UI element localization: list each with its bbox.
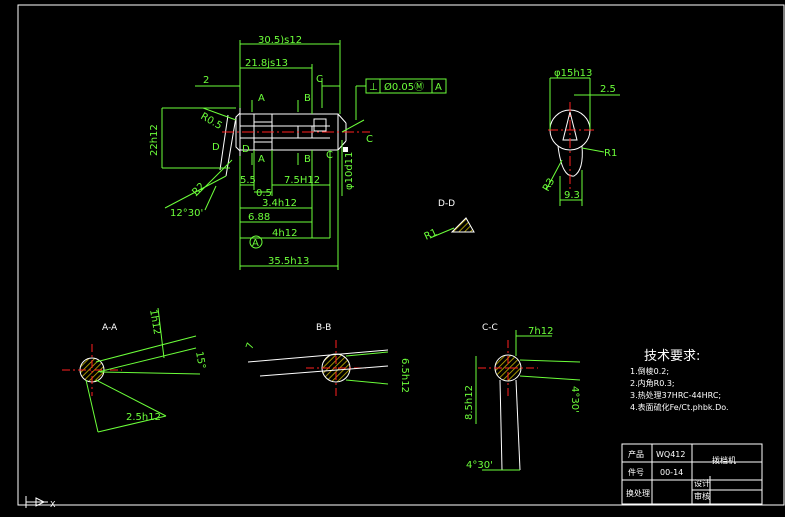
datum-a-circle [249,235,263,249]
tb-part-no: 00-14 [660,468,683,477]
tb-part-name: 拨档机 [712,455,736,465]
title-block: 产品 WQ412 拨档机 件号 00-14 设计 换处理 审核 [621,443,763,505]
dim-355: 35.5h13 [268,256,309,267]
dim-phi15: φ15h13 [554,68,592,79]
dim-22h12: 22h12 [149,124,160,156]
dim-left-2: 2 [203,75,209,86]
section-aa: A-A 1h12 15° 2.5h12 [62,307,207,433]
tech-req-title: 技术要求: [644,349,700,364]
section-b-top: B [304,93,311,104]
technical-requirements: 技术要求: 1.倒棱0.2; 2.内角R0.3; 3.热处理37HRC-44HR… [630,349,729,412]
tb-label-part-no: 件号 [628,467,644,477]
dim-93: 9.3 [564,190,580,201]
dd-r1: R1 [423,227,440,243]
aa-angle: 15° [193,351,207,370]
section-bb: B-B 6.5h12 7 [244,323,410,396]
tb-design: 设计 [694,478,710,488]
main-part-outline [235,108,241,156]
dim-angle-1230: 12°30' [170,208,203,219]
datum-a-bottom: A [252,238,259,249]
bb-dim-65: 6.5h12 [399,358,410,393]
aa-dim-25: 2.5h12 [126,412,161,423]
tb-product-code: WQ412 [656,450,685,459]
dim-overall-top: 30.5)s12 [258,35,302,46]
section-b-bottom: B [304,154,311,165]
cc-angle-2: 4°30' [466,460,493,471]
section-cc: C-C 7h12 8.5h12 4°30' 4°30' [464,323,581,471]
dim-4h12: 4h12 [272,228,297,239]
cc-angle-1: 4°30' [569,386,580,413]
side-view: φ15h13 2.5 R3 R1 9.3 [541,68,620,206]
tech-req-item: 1.倒棱0.2; [630,366,669,376]
bb-t: 7 [244,341,257,351]
tech-req-item: 2.内角R0.3; [630,378,675,388]
tb-label-process: 换处理 [626,488,650,498]
dim-34: 3.4h12 [262,198,297,209]
tech-req-item: 4.表面硫化Fe/Ct.phbk.Do. [630,402,729,412]
dim-r1: R1 [604,148,617,159]
dim-25: 2.5 [600,84,616,95]
ucs-x-label: X [50,500,56,509]
aa-label: A-A [102,323,118,333]
section-d-right: D [242,144,250,155]
section-a-top: A [258,93,265,104]
section-d-left: D [212,142,220,153]
tb-label-product: 产品 [628,449,644,459]
tb-review: 审核 [694,491,710,501]
ucs-icon: X [25,496,56,509]
dim-75: 7.5H12 [284,175,320,186]
datum-a-marker [343,147,348,152]
dim-r3: R3 [541,176,557,193]
drawing-frame [17,4,785,506]
dd-view: D-D R1 [423,199,475,243]
dim-688: 6.88 [248,212,270,223]
tol-symbol: ⊥ [369,82,378,93]
dim-r2: R2 [190,181,207,198]
dd-label: D-D [438,199,455,209]
cc-dim-7: 7h12 [528,326,553,337]
dim-55: 5.5 [240,175,256,186]
section-c-top-label: C [316,74,323,85]
section-a-bottom: A [258,154,265,165]
bb-label: B-B [316,323,331,333]
cc-label: C-C [482,323,498,333]
aa-dim-1h12: 1h12 [147,309,162,336]
datum-a-label: C [366,134,373,145]
tolerance-frame [365,78,447,94]
dim-05: 0.5 [256,188,272,199]
main-view: 30.5)s12 21.8js13 2 C ⊥ Ø0.05Ⓜ A R0.5 22… [149,35,447,270]
dim-phi10: φ10d11 [344,152,355,190]
dim-inner-top: 21.8js13 [245,58,288,69]
tol-value: Ø0.05Ⓜ [384,81,424,93]
cc-dim-85: 8.5h12 [464,385,475,420]
tech-req-item: 3.热处理37HRC-44HRC; [630,390,721,400]
tol-datum: A [435,82,442,93]
